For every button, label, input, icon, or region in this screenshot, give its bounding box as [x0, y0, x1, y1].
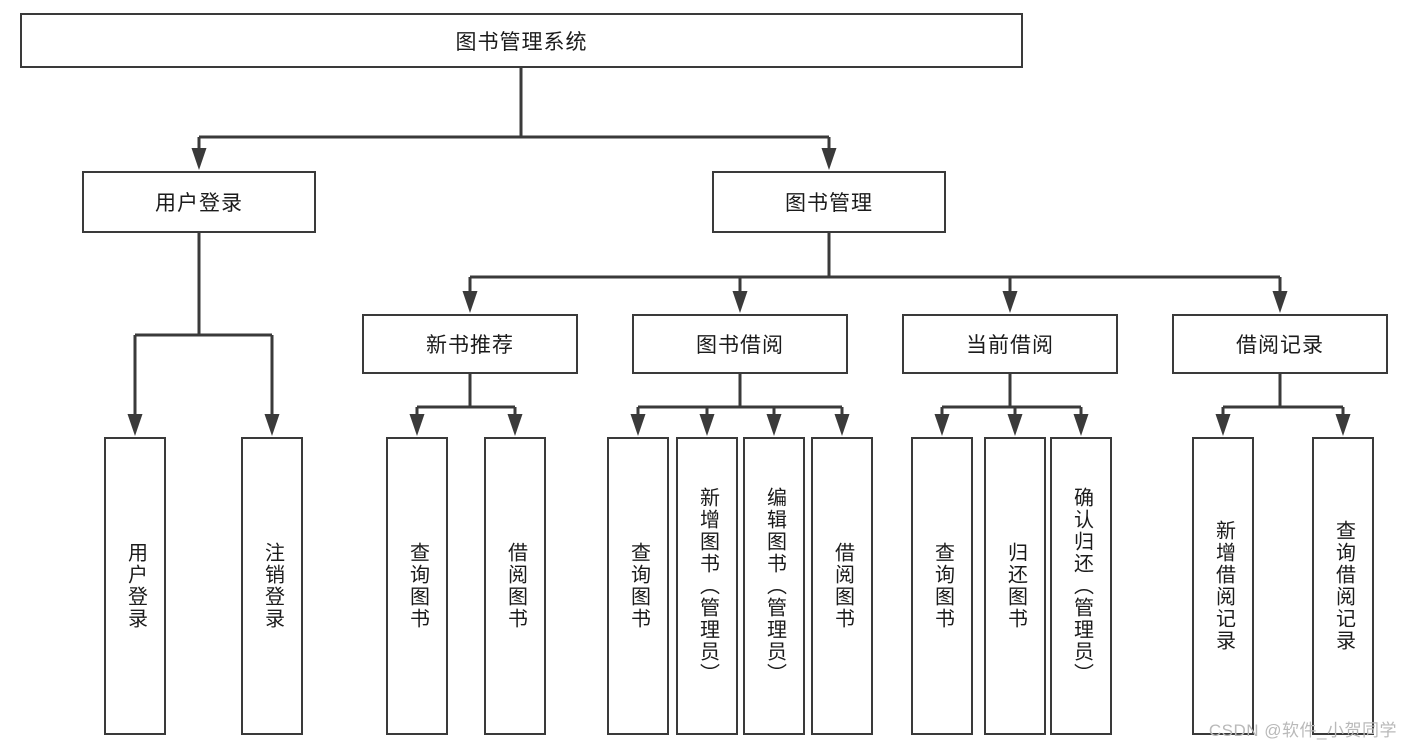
- node-leaf-query-book-recommend[interactable]: 查询图书: [386, 437, 448, 735]
- node-new-book-recommend[interactable]: 新书推荐: [362, 314, 578, 374]
- node-leaf-query-book-borrow[interactable]: 查询图书: [607, 437, 669, 735]
- node-leaf-borrow-book-recommend-label: 借阅图书: [504, 542, 527, 630]
- node-leaf-add-book-admin[interactable]: 新增图书（管理员）: [676, 437, 738, 735]
- node-root[interactable]: 图书管理系统: [20, 13, 1023, 68]
- node-leaf-add-borrow-record-label: 新增借阅记录: [1212, 520, 1235, 652]
- node-leaf-query-book-borrow-label: 查询图书: [627, 542, 650, 630]
- node-leaf-query-book-current-label: 查询图书: [931, 542, 954, 630]
- node-root-label: 图书管理系统: [455, 30, 588, 54]
- node-leaf-edit-book-admin-label: 编辑图书（管理员）: [763, 487, 786, 685]
- watermark-text: CSDN @软件_小贺同学: [1208, 721, 1397, 740]
- node-current-borrow-label: 当前借阅: [966, 334, 1054, 357]
- node-book-management-label: 图书管理: [785, 192, 873, 215]
- node-current-borrow[interactable]: 当前借阅: [902, 314, 1118, 374]
- node-leaf-add-borrow-record[interactable]: 新增借阅记录: [1192, 437, 1254, 735]
- node-leaf-borrow-book-label: 借阅图书: [831, 542, 854, 630]
- node-leaf-borrow-book[interactable]: 借阅图书: [811, 437, 873, 735]
- node-user-login-label: 用户登录: [155, 192, 243, 215]
- node-borrow-record[interactable]: 借阅记录: [1172, 314, 1388, 374]
- node-leaf-borrow-book-recommend[interactable]: 借阅图书: [484, 437, 546, 735]
- node-leaf-return-book-label: 归还图书: [1004, 542, 1027, 630]
- node-leaf-query-book-recommend-label: 查询图书: [406, 542, 429, 630]
- node-user-login[interactable]: 用户登录: [82, 171, 316, 233]
- node-leaf-user-logout[interactable]: 注销登录: [241, 437, 303, 735]
- node-leaf-query-book-current[interactable]: 查询图书: [911, 437, 973, 735]
- node-leaf-edit-book-admin[interactable]: 编辑图书（管理员）: [743, 437, 805, 735]
- node-leaf-return-book[interactable]: 归还图书: [984, 437, 1046, 735]
- node-leaf-user-login[interactable]: 用户登录: [104, 437, 166, 735]
- node-leaf-query-borrow-record[interactable]: 查询借阅记录: [1312, 437, 1374, 735]
- node-book-management[interactable]: 图书管理: [712, 171, 946, 233]
- node-book-borrow-label: 图书借阅: [696, 334, 784, 357]
- node-new-book-recommend-label: 新书推荐: [426, 334, 514, 357]
- node-book-borrow[interactable]: 图书借阅: [632, 314, 848, 374]
- node-leaf-user-login-label: 用户登录: [124, 542, 147, 630]
- node-borrow-record-label: 借阅记录: [1236, 334, 1324, 357]
- node-leaf-query-borrow-record-label: 查询借阅记录: [1332, 520, 1355, 652]
- node-leaf-confirm-return-admin[interactable]: 确认归还（管理员）: [1050, 437, 1112, 735]
- node-leaf-confirm-return-admin-label: 确认归还（管理员）: [1070, 487, 1093, 685]
- node-leaf-user-logout-label: 注销登录: [261, 542, 284, 630]
- node-leaf-add-book-admin-label: 新增图书（管理员）: [696, 487, 719, 685]
